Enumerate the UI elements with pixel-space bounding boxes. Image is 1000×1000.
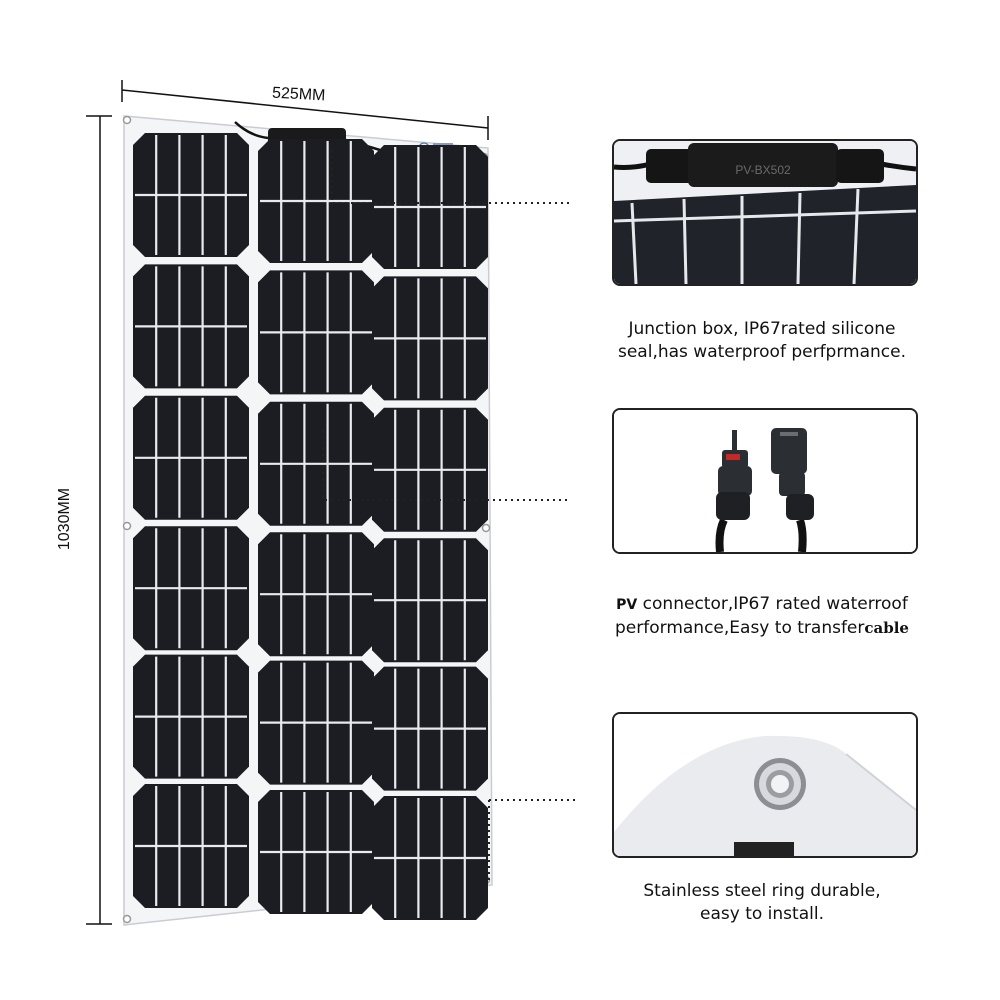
solar-cell xyxy=(133,133,249,257)
solar-cell xyxy=(372,407,488,532)
solar-cell xyxy=(258,270,374,395)
width-label: 525MM xyxy=(271,84,326,105)
solar-cell xyxy=(372,796,488,920)
junction-box-caption: Junction box, IP67rated silicone seal,ha… xyxy=(617,319,906,362)
leader-line-pv-connector xyxy=(322,430,570,501)
solar-cell xyxy=(133,526,249,651)
height-dimension-line xyxy=(86,115,112,925)
pv-connector-caption: PV connector,IP67 rated waterroof perfor… xyxy=(615,594,909,638)
steel-ring-caption: Stainless steel ring durable, easy to in… xyxy=(643,881,881,924)
solar-cell xyxy=(372,145,488,269)
junction-box-model-text: PV-BX502 xyxy=(735,163,791,177)
solar-cell xyxy=(133,264,249,389)
solar-cell xyxy=(372,276,488,401)
solar-cell xyxy=(133,784,249,908)
solar-cell xyxy=(133,395,249,520)
solar-cell xyxy=(258,139,374,263)
solar-cell xyxy=(258,660,374,785)
width-dimension-line xyxy=(121,80,489,140)
solar-cell xyxy=(372,538,488,663)
solar-cell xyxy=(372,666,488,791)
solar-cell xyxy=(258,790,374,914)
pv-connector-detail-image xyxy=(612,408,918,554)
leader-line-junction-box xyxy=(331,150,570,204)
solar-cell xyxy=(133,654,249,779)
height-label: 1030MM xyxy=(56,487,74,551)
solar-cell xyxy=(258,401,374,526)
solar-cell xyxy=(258,532,374,657)
leader-lines xyxy=(322,150,576,880)
junction-box-detail-image: PV-BX502 xyxy=(612,139,918,286)
steel-ring-detail-image xyxy=(612,712,918,858)
